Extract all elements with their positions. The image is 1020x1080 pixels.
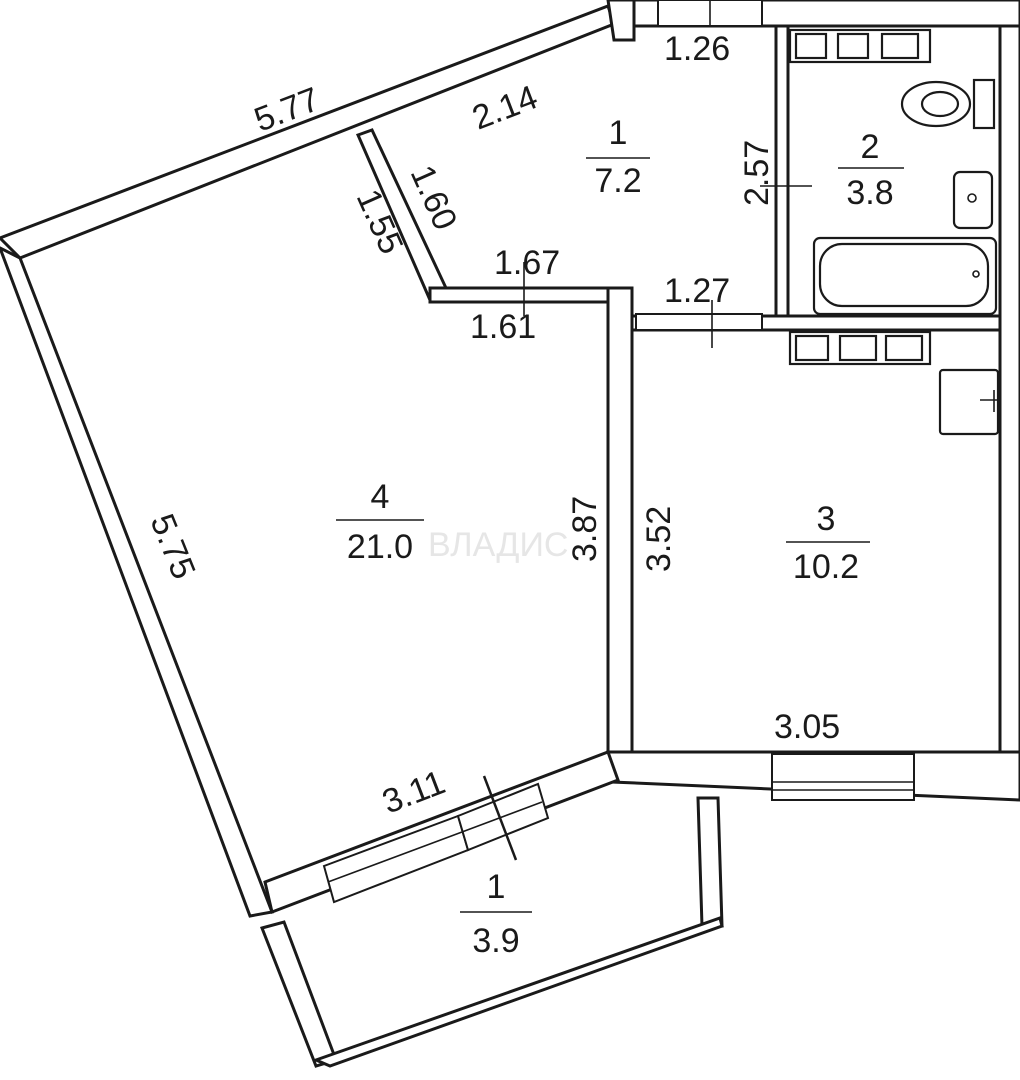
room-area: 21.0 xyxy=(347,528,413,566)
toilet-tank xyxy=(972,78,996,130)
sink-icon xyxy=(952,170,994,230)
kitchen-cabinet-box-2 xyxy=(838,334,878,362)
bathtub-inner xyxy=(818,242,990,308)
living-bottom-dim-mark xyxy=(482,775,518,861)
room-number: 3 xyxy=(817,500,836,538)
dim-hall-bottom-inner: 1.61 xyxy=(470,308,536,346)
dim-kitchen-door: 1.27 xyxy=(664,272,730,310)
watermark: ВЛАДИС xyxy=(428,526,568,564)
room-area: 7.2 xyxy=(594,162,641,200)
living-window-pane xyxy=(327,831,463,883)
openings xyxy=(322,0,915,904)
balcony-door-pane xyxy=(461,801,543,833)
watermark-text: ВЛАДИС xyxy=(428,526,568,564)
room-area: 3.9 xyxy=(472,922,519,960)
room-number: 2 xyxy=(861,128,880,166)
dim-hall-top: 2.14 xyxy=(467,78,542,137)
balcony-wall-left xyxy=(259,920,338,1068)
bathtub-drain xyxy=(972,270,980,278)
dim-hall-bottom-outer: 1.67 xyxy=(494,244,560,282)
room-area: 10.2 xyxy=(793,548,859,586)
toilet-seat xyxy=(920,90,960,118)
balcony-wall-bottom xyxy=(311,916,724,1068)
sink-drain xyxy=(967,193,977,203)
dim-bath-height: 2.57 xyxy=(738,140,776,206)
stove-icon xyxy=(938,368,1000,436)
dim-living-bottom: 3.11 xyxy=(377,763,450,821)
exterior-wall-top-joint xyxy=(606,0,636,42)
room-number: 4 xyxy=(371,478,390,516)
kitchen-cabinet-box-1 xyxy=(794,334,830,362)
dim-living-right: 3.87 xyxy=(566,496,604,562)
dim-kitchen-bottom: 3.05 xyxy=(774,708,840,746)
room-number: 1 xyxy=(487,868,506,906)
fixtures xyxy=(788,28,1000,436)
room-area: 3.8 xyxy=(846,174,893,212)
exterior-wall-right xyxy=(998,24,1020,782)
bath-storage-box-3 xyxy=(880,32,920,60)
living-kitchen-wall xyxy=(606,286,634,754)
bath-storage-box-1 xyxy=(794,32,828,60)
kitchen-cabinet-box-3 xyxy=(884,334,924,362)
room-number: 1 xyxy=(609,114,628,152)
dim-kitchen-left: 3.52 xyxy=(640,506,678,572)
dim-living-left: 5.75 xyxy=(143,509,203,585)
kitchen-door xyxy=(635,313,763,331)
exterior-wall-left xyxy=(0,246,275,918)
hall-bath-wall xyxy=(774,24,790,320)
exterior-wall-top xyxy=(0,4,616,260)
kitchen-window xyxy=(771,753,915,801)
room-labels: 1 7.2 2 3.8 3 10.2 4 21.0 1 3.9 xyxy=(336,114,904,960)
living-window xyxy=(322,814,470,904)
dim-hall-top-right: 1.26 xyxy=(664,30,730,68)
hall-bottom-wall xyxy=(428,286,612,304)
balcony-wall-right xyxy=(696,796,724,928)
bath-storage-box-2 xyxy=(836,32,870,60)
